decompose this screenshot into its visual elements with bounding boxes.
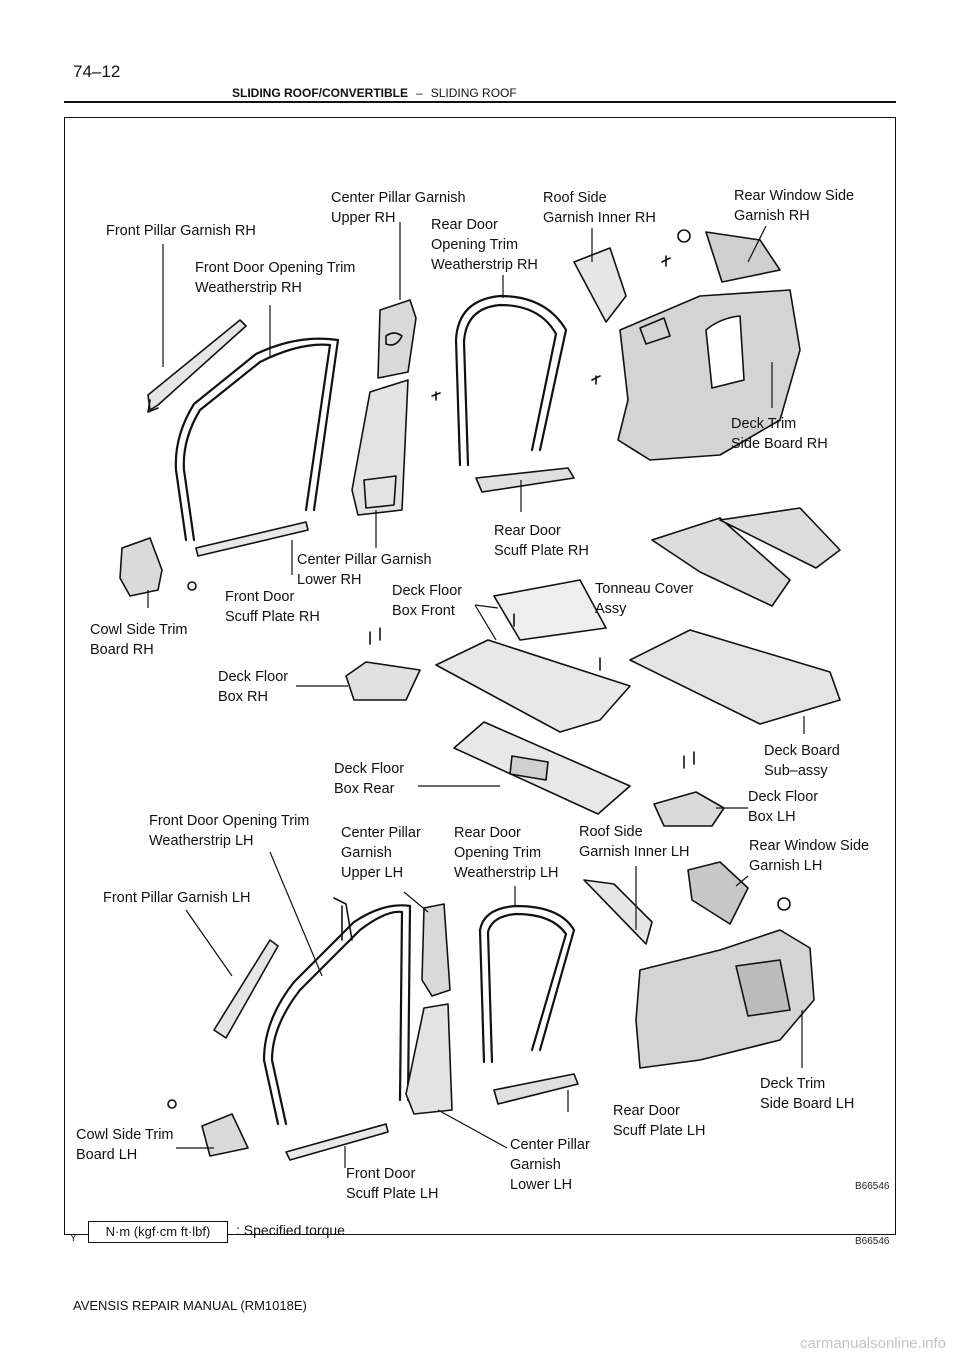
label-deck-board-sub-assy: Deck Board Sub–assy: [764, 743, 840, 779]
torque-unit-box: N·m (kgf·cm ft·lbf): [88, 1221, 228, 1243]
label-rear-door-opening-trim-ws-rh: Rear Door Opening Trim Weatherstrip RH: [431, 217, 538, 273]
label-tonneau-cover-assy: Tonneau Cover Assy: [595, 581, 694, 617]
front-door-ws-lh-part: [262, 904, 412, 1126]
roof-side-garnish-lh-part: [583, 879, 653, 945]
subsection-title: SLIDING ROOF: [430, 86, 517, 100]
label-front-pillar-garnish-rh: Front Pillar Garnish RH: [106, 223, 256, 239]
label-center-pillar-garnish-lower-rh: Center Pillar Garnish Lower RH: [297, 552, 432, 588]
label-center-pillar-garnish-upper-lh: Center Pillar Garnish Upper LH: [341, 825, 421, 881]
watermark: carmanualsonline.info: [800, 1335, 946, 1352]
label-front-door-opening-trim-ws-rh: Front Door Opening Trim Weatherstrip RH: [195, 260, 356, 296]
label-rear-door-scuff-plate-rh: Rear Door Scuff Plate RH: [494, 523, 589, 559]
legend-mark: Y: [70, 1233, 77, 1244]
torque-legend-text: : Specified torque: [236, 1222, 345, 1238]
deck-trim-side-board-rh-part: [591, 289, 801, 461]
label-deck-floor-box-front: Deck Floor Box Front: [392, 583, 463, 619]
cowl-side-rh-part: [119, 537, 197, 597]
label-cowl-side-trim-board-lh: Cowl Side Trim Board LH: [76, 1127, 174, 1163]
center-pillar-lower-lh-part: [405, 1003, 453, 1115]
figure-code-bottom: B66546: [855, 1236, 890, 1247]
header-separator: –: [416, 86, 423, 100]
tonneau-cover-part: [651, 507, 841, 607]
rear-door-scuff-rh-part: [475, 467, 575, 493]
cowl-side-lh-part: [167, 1099, 249, 1157]
label-front-door-scuff-plate-lh: Front Door Scuff Plate LH: [346, 1166, 439, 1202]
deck-trim-side-board-lh-part: [635, 929, 815, 1069]
figure-frame: [64, 117, 896, 1235]
label-rear-door-opening-trim-ws-lh: Rear Door Opening Trim Weatherstrip LH: [454, 825, 559, 881]
label-rear-window-side-garnish-rh: Rear Window Side Garnish RH: [734, 188, 855, 224]
label-rear-window-side-garnish-lh: Rear Window Side Garnish LH: [749, 838, 870, 874]
deck-floor-box-rear-part: [453, 721, 631, 815]
center-pillar-lower-rh-part: [351, 379, 409, 516]
label-deck-trim-side-board-lh: Deck Trim Side Board LH: [760, 1076, 855, 1112]
label-front-door-opening-trim-ws-lh: Front Door Opening Trim Weatherstrip LH: [149, 813, 310, 849]
rear-door-scuff-lh-part: [493, 1073, 579, 1105]
label-cowl-side-trim-board-rh: Cowl Side Trim Board RH: [90, 622, 188, 658]
page-footer: AVENSIS REPAIR MANUAL (RM1018E): [73, 1298, 307, 1313]
leader-lines: [147, 222, 805, 1168]
deck-floor-box-front-part: [435, 579, 631, 733]
front-door-scuff-lh-part: [285, 1123, 389, 1161]
rear-door-ws-lh-part: [478, 904, 576, 1064]
label-deck-floor-box-rh: Deck Floor Box RH: [218, 669, 289, 705]
front-pillar-garnish-lh-part: [213, 939, 279, 1039]
front-door-ws-rh-part: [174, 337, 340, 542]
rear-window-garnish-lh-part: [687, 861, 791, 925]
label-roof-side-garnish-inner-rh: Roof Side Garnish Inner RH: [543, 190, 656, 226]
deck-board-part: [629, 629, 841, 725]
front-door-scuff-rh-part: [195, 521, 309, 557]
rear-door-ws-rh-part: [454, 294, 568, 467]
label-center-pillar-garnish-upper-rh: Center Pillar Garnish Upper RH: [331, 190, 466, 226]
label-deck-trim-side-board-rh: Deck Trim Side Board RH: [731, 416, 828, 452]
label-deck-floor-box-lh: Deck Floor Box LH: [748, 789, 819, 825]
header-rule: [64, 101, 896, 103]
section-header: SLIDING ROOF/CONVERTIBLE–SLIDING ROOF: [232, 86, 517, 100]
figure-code-top: B66546: [855, 1181, 890, 1192]
center-pillar-upper-rh-part: [377, 299, 441, 401]
front-pillar-garnish-rh-part: [147, 319, 247, 413]
section-title: SLIDING ROOF/CONVERTIBLE: [232, 86, 409, 100]
page-number: 74–12: [73, 62, 121, 81]
label-front-door-scuff-plate-rh: Front Door Scuff Plate RH: [225, 589, 320, 625]
center-pillar-upper-lh-part: [333, 897, 451, 997]
deck-floor-box-lh-part: [653, 751, 725, 827]
roof-side-garnish-rh-part: [573, 247, 627, 323]
label-deck-floor-box-rear: Deck Floor Box Rear: [334, 761, 405, 797]
label-roof-side-garnish-inner-lh: Roof Side Garnish Inner LH: [579, 824, 690, 860]
deck-floor-box-rh-part: [345, 627, 421, 701]
label-rear-door-scuff-plate-lh: Rear Door Scuff Plate LH: [613, 1103, 706, 1139]
label-front-pillar-garnish-lh: Front Pillar Garnish LH: [103, 890, 251, 906]
label-center-pillar-garnish-lower-lh: Center Pillar Garnish Lower LH: [510, 1137, 590, 1193]
rear-window-garnish-rh-part: [661, 229, 781, 283]
